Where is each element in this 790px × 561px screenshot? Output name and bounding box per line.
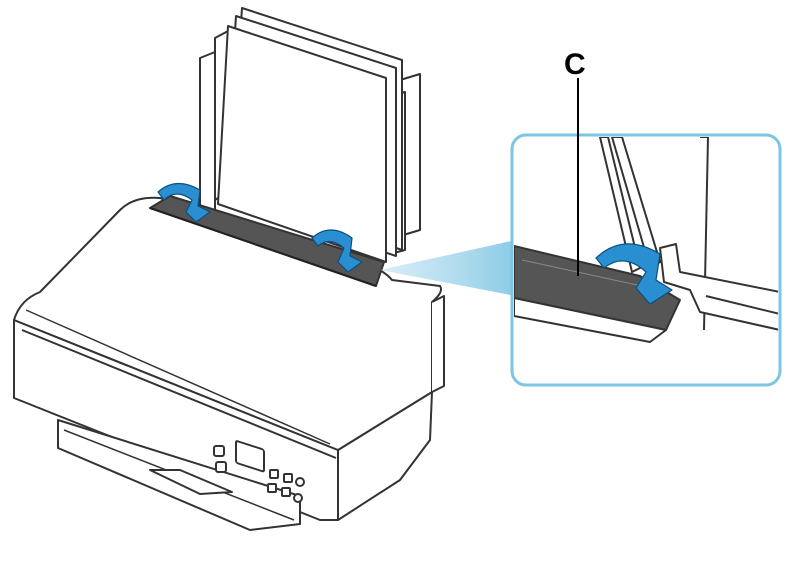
- paper-cover-closing-arrow: [157, 182, 363, 273]
- callout-label-c: C: [564, 48, 586, 81]
- paper-stack: [199, 7, 421, 263]
- magnified-callout: [380, 78, 782, 387]
